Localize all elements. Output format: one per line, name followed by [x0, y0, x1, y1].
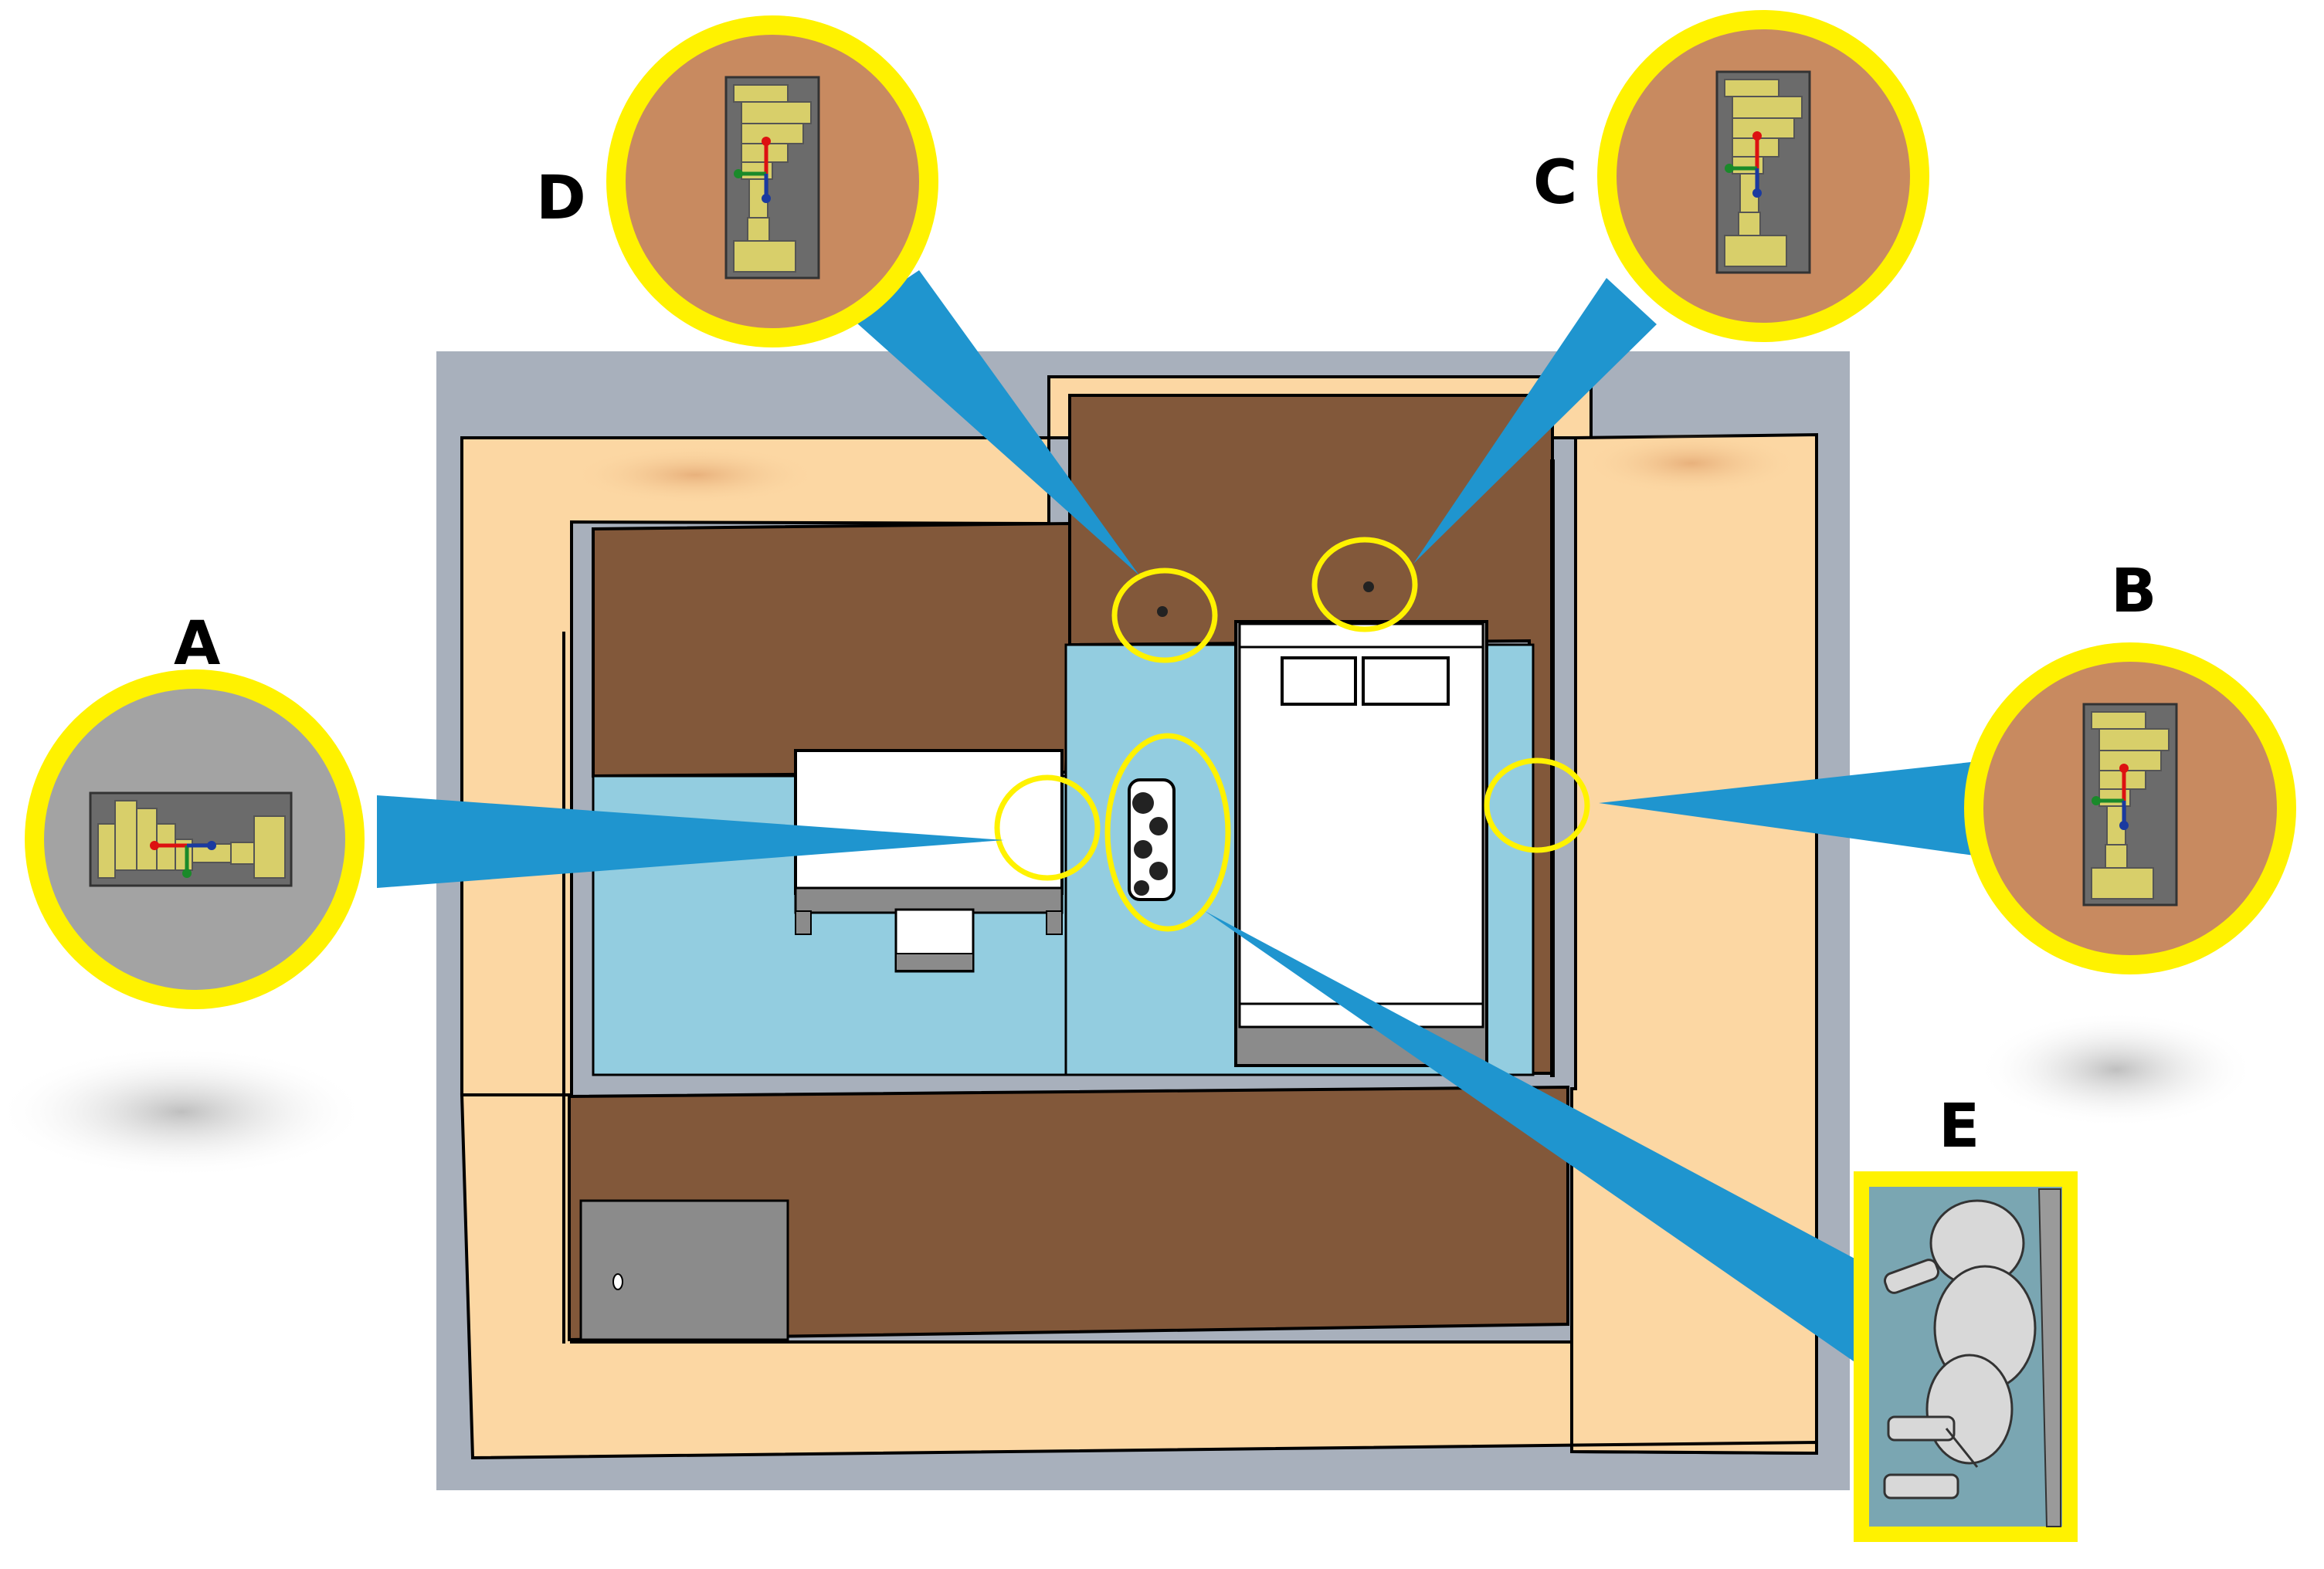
pointer-e	[1205, 911, 1869, 1367]
person-topview	[1128, 778, 1176, 901]
zoom-circle-a	[25, 669, 365, 1009]
pointer-d	[850, 270, 1139, 575]
pointer-c	[1413, 278, 1657, 564]
door	[579, 1199, 789, 1341]
marker-d	[1111, 568, 1218, 663]
callout-label-e: E	[1939, 1092, 1980, 1161]
marker-c	[1311, 537, 1418, 632]
callout-label-b: B	[2111, 557, 2157, 626]
callout-label-c: C	[1533, 148, 1578, 218]
marker-a	[994, 774, 1101, 881]
zoom-box-e	[1854, 1171, 2078, 1542]
callout-label-d: D	[536, 164, 586, 233]
zoom-circle-b	[1964, 642, 2296, 974]
pointer-a	[377, 795, 1004, 888]
zoom-circle-c	[1597, 10, 1929, 342]
marker-b	[1484, 757, 1590, 853]
zoom-circle-d	[606, 15, 938, 347]
callout-label-a: A	[174, 609, 221, 679]
pillow	[1362, 656, 1450, 706]
pillow	[1281, 656, 1357, 706]
pointer-b	[1599, 761, 1985, 857]
wall-top-left	[592, 521, 1071, 778]
wall-bottom	[568, 1085, 1569, 1342]
marker-e	[1104, 733, 1231, 932]
